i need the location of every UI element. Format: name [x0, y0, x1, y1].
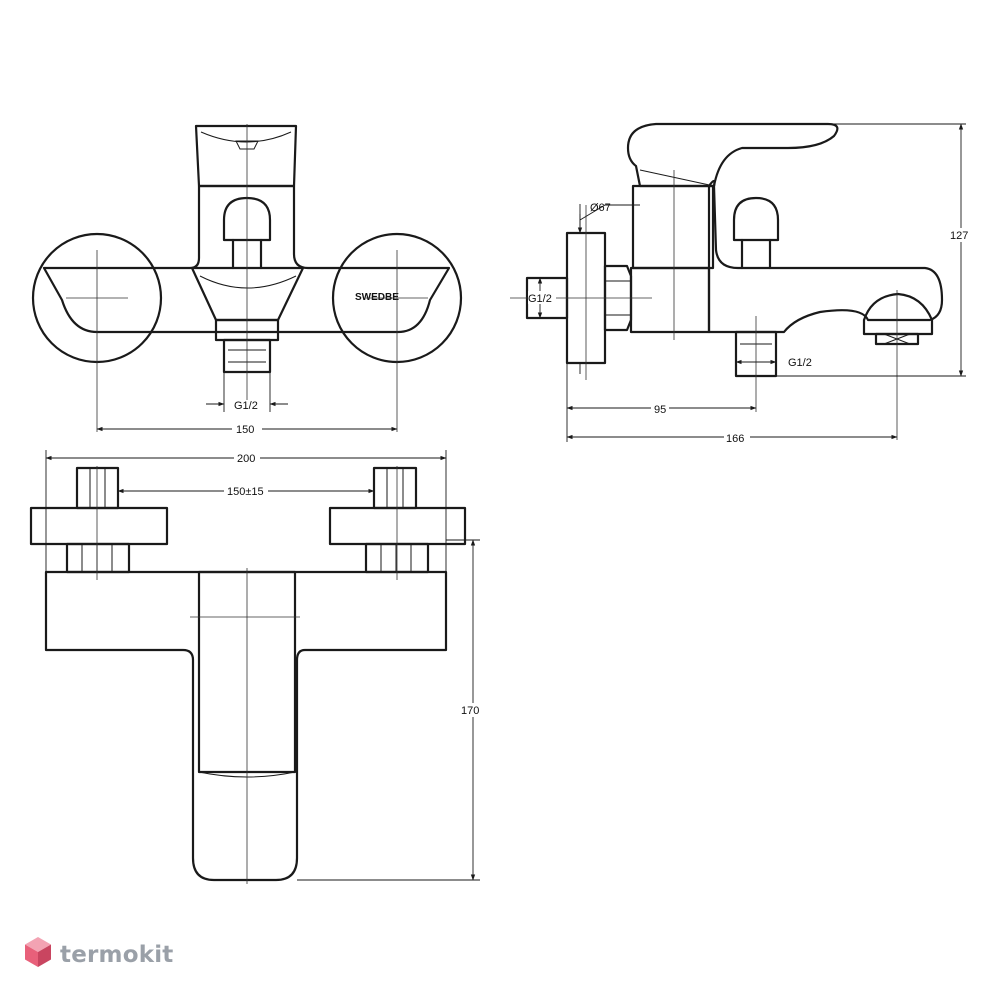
- right-flange: [328, 506, 467, 546]
- front-thread-label: G1/2: [234, 400, 258, 412]
- top-width-label: 200: [237, 453, 255, 465]
- top-view: 200 150±15 170: [29, 450, 486, 884]
- connector-block: [629, 266, 711, 334]
- left-flange: [29, 506, 169, 546]
- side-length-label: 166: [726, 433, 744, 445]
- top-body: [44, 570, 448, 882]
- lever-side: [626, 122, 839, 188]
- side-view: Ø67 G1/2 G1/2 127 95 166: [510, 122, 974, 445]
- left-nut: [65, 542, 131, 574]
- watermark-text: termokit: [60, 941, 174, 968]
- top-depth-label: 170: [461, 705, 479, 717]
- brand-mark: SWEDBE: [355, 292, 399, 303]
- side-height-label: 127: [950, 230, 968, 242]
- right-inlet-tube: [372, 466, 418, 510]
- valve-column: [631, 184, 715, 270]
- cartridge-knob-side: [732, 196, 780, 242]
- lever-handle: [194, 124, 298, 188]
- side-diameter-label: Ø67: [590, 202, 611, 214]
- left-inlet-tube: [75, 466, 120, 510]
- side-depth-label: 95: [654, 404, 666, 416]
- top-spacing-label: 150±15: [227, 486, 264, 498]
- cube-logo-icon: [24, 936, 52, 973]
- aerator: [862, 292, 934, 336]
- front-view: SWEDBE G1/2 150: [31, 124, 463, 436]
- mixer-body: [42, 184, 451, 334]
- watermark: termokit: [24, 936, 173, 973]
- spout-front: [190, 266, 305, 322]
- side-outlet-thread-label: G1/2: [788, 357, 812, 369]
- spout-side: [707, 179, 944, 334]
- side-inlet-thread-label: G1/2: [528, 293, 552, 305]
- front-width-label: 150: [236, 424, 254, 436]
